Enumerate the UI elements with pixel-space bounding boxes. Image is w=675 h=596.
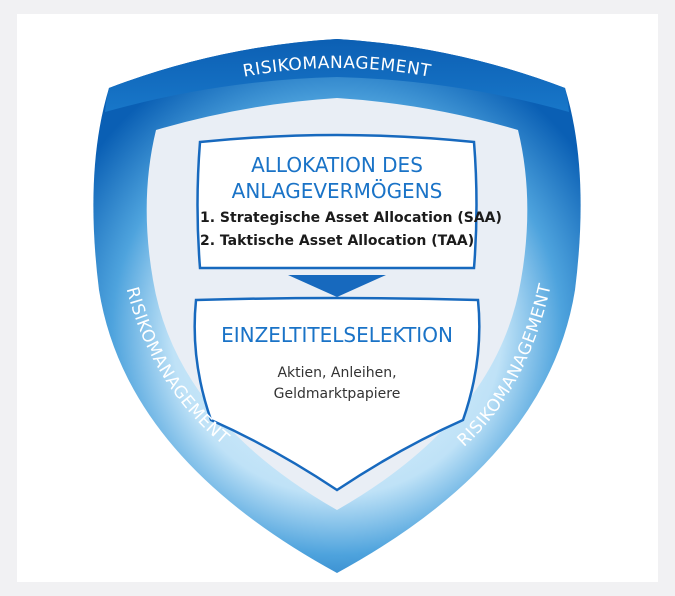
allocation-item-1: 1. Strategische Asset Allocation (SAA)	[200, 210, 502, 226]
selection-line-2: Geldmarktpapiere	[274, 386, 401, 402]
selection-line-1: Aktien, Anleihen,	[277, 365, 396, 381]
allocation-box	[196, 133, 478, 270]
allocation-item-2: 2. Taktische Asset Allocation (TAA)	[200, 233, 474, 249]
allocation-title-line1: ALLOKATION DES	[251, 153, 423, 177]
allocation-title-line2: ANLAGEVERMÖGENS	[232, 179, 443, 203]
selection-title: EINZELTITELSELEKTION	[221, 323, 453, 347]
flow-arrow	[288, 275, 386, 297]
selection-box	[193, 296, 481, 492]
shield-top-band	[105, 39, 569, 112]
